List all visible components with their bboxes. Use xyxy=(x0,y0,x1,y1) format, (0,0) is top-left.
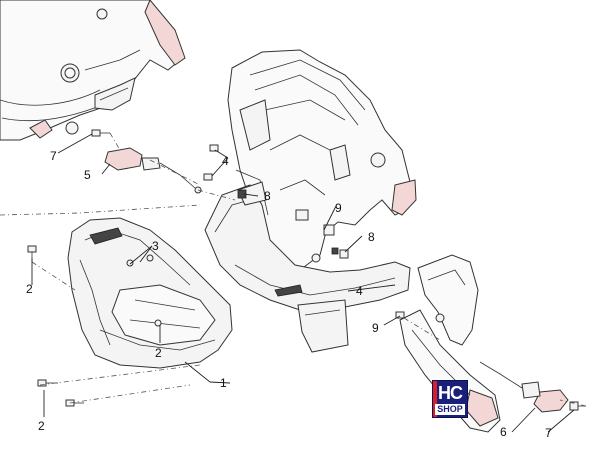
logo-red-stripe xyxy=(433,381,437,417)
reference-lines xyxy=(0,132,587,407)
logo-hc-text: HC xyxy=(438,383,463,403)
callout-labels: 1 2 2 2 3 4 4 5 6 7 7 8 8 9 9 xyxy=(26,149,552,440)
front-left-indicator xyxy=(104,147,202,194)
logo-shop-text: SHOP xyxy=(435,404,465,415)
hc-shop-logo: HC SHOP xyxy=(432,380,468,418)
inner-frame-cowl xyxy=(227,49,417,271)
callout-4-top: 4 xyxy=(222,154,229,168)
callout-8-right: 8 xyxy=(368,230,375,244)
front-shield-fragment xyxy=(0,0,186,141)
callout-7-top: 7 xyxy=(50,149,57,163)
callout-5: 5 xyxy=(84,168,91,182)
callout-2-left: 2 xyxy=(26,282,33,296)
callout-9-bottom: 9 xyxy=(372,321,379,335)
headlight-assembly xyxy=(67,217,233,369)
lower-trim-panel xyxy=(204,181,411,353)
callout-6: 6 xyxy=(500,425,507,439)
fasteners xyxy=(27,129,586,411)
callout-1: 1 xyxy=(220,376,227,390)
callout-2-headlight: 2 xyxy=(155,346,162,360)
rear-right-indicator xyxy=(479,361,569,413)
right-side-cover xyxy=(399,254,501,433)
callout-4-panel: 4 xyxy=(356,284,363,298)
callout-3: 3 xyxy=(152,239,159,253)
callout-7-bottom: 7 xyxy=(545,426,552,440)
callout-9-top: 9 xyxy=(335,201,342,215)
callout-8-top: 8 xyxy=(264,189,271,203)
callout-2-bottom: 2 xyxy=(38,419,45,433)
leader-lines xyxy=(31,133,575,433)
